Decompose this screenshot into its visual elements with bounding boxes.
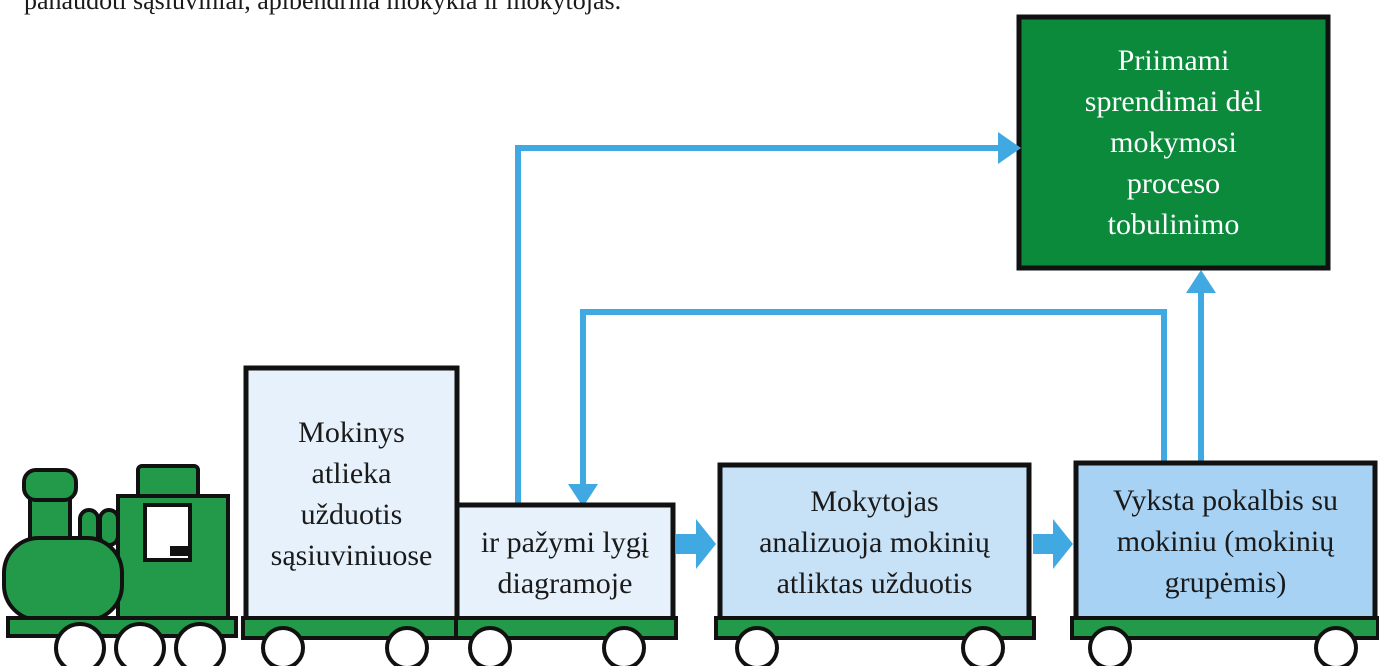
locomotive xyxy=(2,464,238,671)
arrow-car3-to-car4 xyxy=(1033,519,1073,569)
car2-graphic xyxy=(454,502,678,670)
car1-graphic xyxy=(241,365,461,670)
arrow-car2-to-car3 xyxy=(676,519,716,569)
car3-graphic xyxy=(714,462,1036,670)
arrow-feedback xyxy=(580,309,1167,490)
decision-box xyxy=(1016,14,1331,271)
car4-label: Vyksta pokalbis su mokiniu (mokinių grup… xyxy=(1113,484,1338,599)
arrow-to-decision xyxy=(515,145,1000,510)
car2-label: ir pažymi lygį diagramoje xyxy=(480,525,650,600)
arrowhead-feedback xyxy=(568,484,598,507)
arrowhead-to-decision xyxy=(998,132,1021,164)
car1-label: Mokinys atlieka užduotis sąsiuviniuose xyxy=(270,416,433,572)
car3-label: Mokytojas analizuoja mokinių atliktas už… xyxy=(759,485,990,600)
intro-text: panaudoti sąsiuviniai, apibendrina mokyk… xyxy=(24,0,622,15)
decision-label: Priimami sprendimai dėl mokymosi proceso… xyxy=(1084,44,1263,241)
arrowhead-up xyxy=(1186,270,1216,293)
